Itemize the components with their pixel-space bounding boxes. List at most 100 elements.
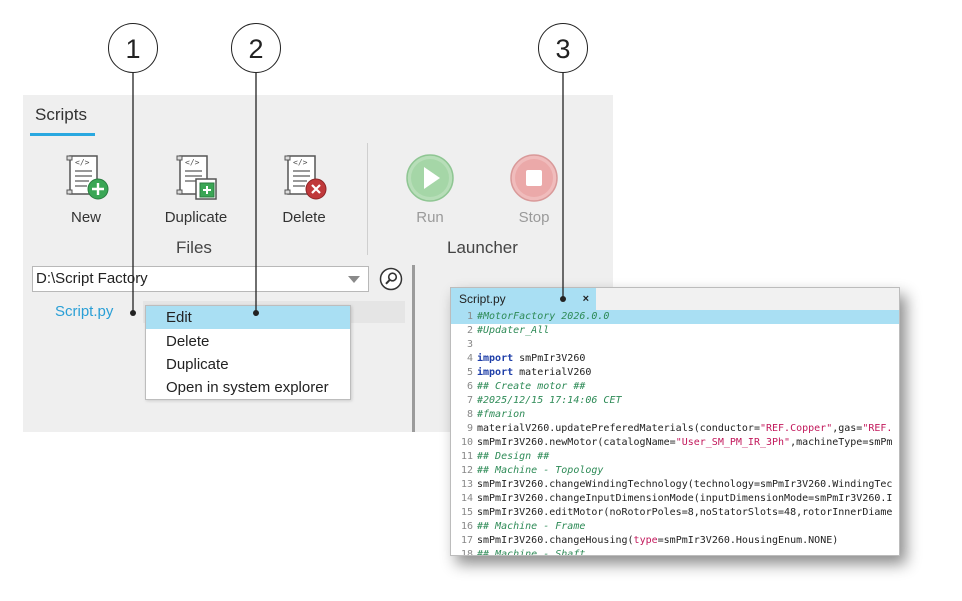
duplicate-button[interactable]: </> Duplicate [151, 153, 241, 226]
code-line[interactable]: 1 #MotorFactory 2026.0.0 [451, 310, 899, 324]
script-folder-value: D:\Script Factory [36, 270, 148, 287]
code-token: "REF.Copper" [759, 423, 833, 434]
line-number: 8 [466, 409, 473, 420]
line-number: 13 [460, 479, 473, 490]
code-line[interactable]: 2 #Updater_All [451, 324, 899, 338]
code-token: "User_SM_PM_IR_3Ph" [675, 437, 791, 448]
code-line[interactable]: 4 import smPmIr3V260 [451, 352, 899, 366]
code-line[interactable]: 15 smPmIr3V260.editMotor(noRotorPoles=8,n… [451, 506, 899, 520]
delete-button[interactable]: </> Delete [259, 153, 349, 226]
code-line[interactable]: 8 #fmarion [451, 408, 899, 422]
callout-2: 2 [231, 23, 281, 73]
panel-splitter[interactable] [412, 265, 415, 432]
code-line[interactable]: 14 smPmIr3V260.changeInputDimensionMode(i… [451, 492, 899, 506]
script-duplicate-icon: </> [171, 153, 221, 203]
script-folder-select[interactable]: D:\Script Factory [32, 266, 369, 292]
code-line[interactable]: 17 smPmIr3V260.changeHousing(type=smPmIr3… [451, 534, 899, 548]
stop-button[interactable]: Stop [489, 153, 579, 226]
code-token: "REF. [862, 423, 893, 434]
code-line[interactable]: 7 #2025/12/15 17:14:06 CET [451, 394, 899, 408]
line-number: 14 [460, 493, 473, 504]
editor-tab-script[interactable]: Script.py × [451, 288, 596, 310]
code-token: smPmIr3V260.changeHousing( [477, 535, 634, 546]
menu-item-delete[interactable]: Delete [166, 333, 210, 350]
delete-button-label: Delete [282, 209, 326, 226]
code-token: ,machineType=smPm [790, 437, 893, 448]
line-number: 10 [460, 437, 473, 448]
code-token: #Updater_All [477, 325, 550, 336]
script-editor-window: Script.py × 1 #MotorFactory 2026.0.0 2 #Upd… [450, 287, 900, 556]
line-number: 9 [466, 423, 473, 434]
group-separator [367, 143, 368, 255]
line-number: 7 [466, 395, 473, 406]
line-number: 17 [460, 535, 473, 546]
code-token: type [633, 535, 658, 546]
line-number: 1 [466, 311, 473, 322]
code-line[interactable]: 11 ## Design ## [451, 450, 899, 464]
editor-tab-label: Script.py [459, 292, 506, 306]
code-token: smPmIr3V260 [513, 353, 586, 364]
code-token: import [477, 353, 514, 364]
code-token: materialV260.updatePreferedMaterials(con… [477, 423, 760, 434]
tab-scripts[interactable]: Scripts [35, 105, 87, 124]
code-line[interactable]: 12 ## Machine - Topology [451, 464, 899, 478]
tree-item-script[interactable]: Script.py [55, 303, 114, 320]
code-token: ,gas= [832, 423, 863, 434]
line-number: 18 [460, 549, 473, 556]
code-line[interactable]: 6 ## Create motor ## [451, 380, 899, 394]
menu-item-open-in-explorer[interactable]: Open in system explorer [166, 379, 329, 396]
line-number: 2 [466, 325, 473, 336]
code-line[interactable]: 9 materialV260.updatePreferedMaterials(co… [451, 422, 899, 436]
code-line[interactable]: 3 [451, 338, 899, 352]
context-menu: Edit Delete Duplicate Open in system exp… [145, 305, 351, 400]
line-number: 16 [460, 521, 473, 532]
line-number: 4 [466, 353, 473, 364]
search-icon[interactable] [379, 267, 403, 291]
code-token: ## Create motor ## [477, 381, 586, 392]
menu-item-edit[interactable]: Edit [146, 306, 350, 329]
code-token: ## Machine - Shaft [477, 549, 586, 556]
script-delete-icon: </> [279, 153, 329, 203]
play-icon [405, 153, 455, 203]
run-button[interactable]: Run [385, 153, 475, 226]
code-token: smPmIr3V260.newMotor(catalogName= [477, 437, 676, 448]
code-token: smPmIr3V260.changeInputDimensionMode(inp… [477, 493, 893, 504]
stop-icon [509, 153, 559, 203]
code-line[interactable]: 18 ## Machine - Shaft [451, 548, 899, 556]
code-token: #fmarion [477, 409, 526, 420]
code-token: ## Machine - Topology [477, 465, 604, 476]
callout-3: 3 [538, 23, 588, 73]
script-new-icon: </> [61, 153, 111, 203]
new-button-label: New [70, 209, 101, 226]
code-line[interactable]: 16## Machine - Frame [451, 520, 899, 534]
code-token: #2025/12/15 17:14:06 CET [477, 395, 622, 406]
code-token: smPmIr3V260.editMotor(noRotorPoles=8,noS… [477, 507, 893, 518]
svg-text:</>: </> [185, 158, 200, 167]
duplicate-button-label: Duplicate [164, 209, 228, 226]
new-button[interactable]: </> New [41, 153, 131, 226]
svg-text:</>: </> [75, 158, 90, 167]
menu-item-duplicate[interactable]: Duplicate [166, 356, 229, 373]
run-button-label: Run [416, 209, 444, 226]
editor-tab-bar: Script.py × [451, 288, 899, 311]
stop-button-label: Stop [518, 209, 550, 226]
code-line[interactable]: 10 smPmIr3V260.newMotor(catalogName="User… [451, 436, 899, 450]
line-number: 6 [466, 381, 473, 392]
line-number: 11 [460, 451, 473, 462]
line-number: 15 [460, 507, 473, 518]
close-icon[interactable]: × [582, 293, 589, 305]
code-token: #MotorFactory 2026.0.0 [477, 311, 610, 322]
line-number: 12 [460, 465, 473, 476]
tab-underline [30, 133, 95, 136]
code-token: =smPmIr3V260.HousingEnum.NONE) [657, 535, 839, 546]
callout-1: 1 [108, 23, 158, 73]
launcher-group-label: Launcher [447, 238, 518, 257]
line-number: 5 [466, 367, 473, 378]
line-number: 3 [466, 339, 473, 350]
code-token: import [477, 367, 514, 378]
chevron-down-icon[interactable] [348, 276, 360, 283]
code-token: ## Design ## [477, 451, 550, 462]
svg-text:</>: </> [293, 158, 308, 167]
